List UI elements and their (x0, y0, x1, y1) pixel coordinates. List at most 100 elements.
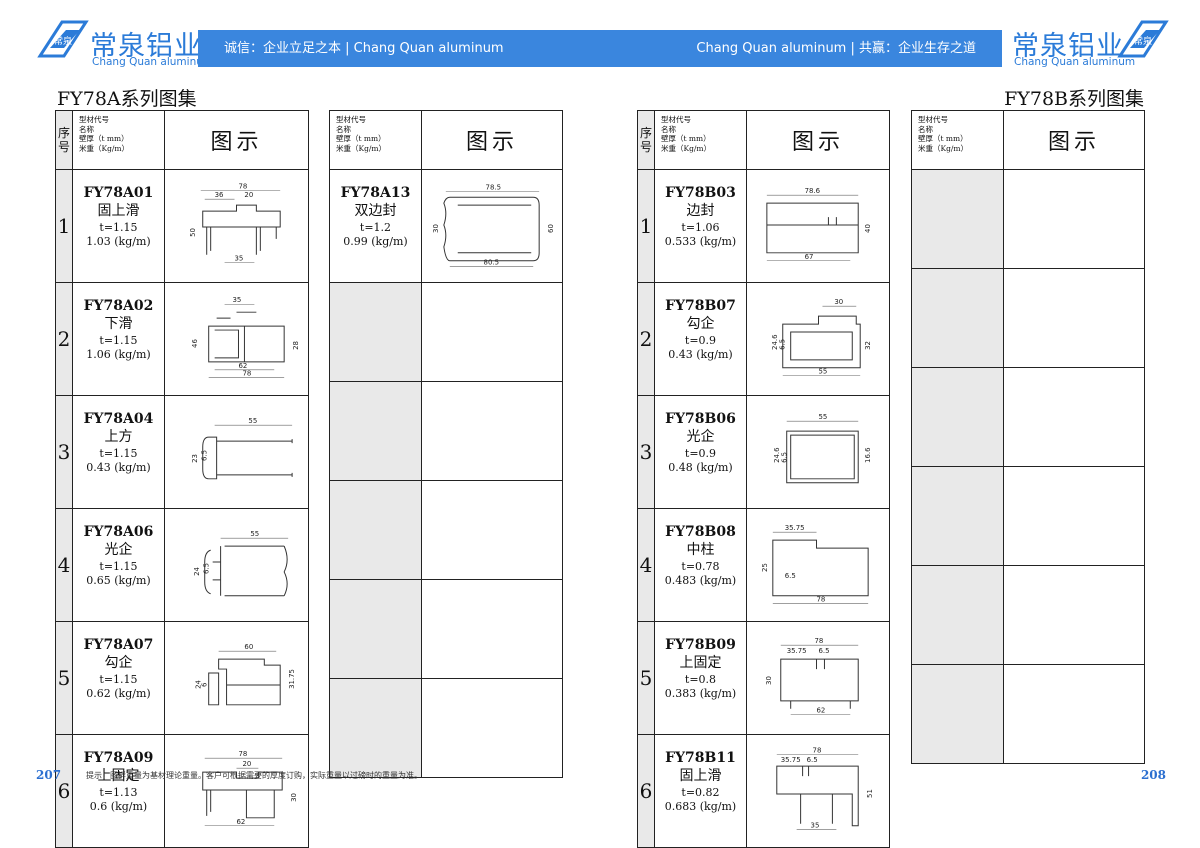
svg-text:24: 24 (193, 567, 201, 576)
figure-header: 图示 (746, 110, 890, 170)
right-page-title: FY78B系列图集 (1004, 88, 1144, 110)
svg-text:6.5: 6.5 (785, 572, 796, 580)
svg-text:67: 67 (805, 253, 814, 261)
empty-cell (1003, 169, 1145, 269)
profile-info: FY78B03 边封 t=1.06 0.533 (kg/m) (654, 169, 747, 283)
profile-weight: 0.383 (kg/m) (664, 687, 737, 700)
table-row: 1 FY78A01 固上滑 t=1.15 1.03 (kg/m) 78 36 2… (55, 169, 309, 283)
profile-name: 勾企 (686, 316, 715, 332)
profile-code: FY78A13 (340, 185, 411, 201)
profile-drawing: 78 35.75 6.5 30 62 (765, 637, 859, 716)
empty-cell (329, 282, 422, 382)
row-number: 3 (55, 395, 73, 509)
svg-text:78: 78 (238, 182, 247, 190)
svg-text:78.5: 78.5 (486, 183, 501, 191)
svg-text:常泉: 常泉 (54, 35, 72, 47)
profile-drawing: 35.75 25 6.5 78 (761, 524, 869, 605)
empty-cell (911, 565, 1004, 665)
logo-left-en: Chang Quan aluminum (92, 56, 214, 68)
profile-code: FY78A01 (83, 185, 154, 201)
profile-figure: 78.5 30 60 80.5 (421, 169, 563, 283)
profile-figure: 78 36 20 50 35 (164, 169, 309, 283)
svg-text:24.6: 24.6 (773, 447, 781, 462)
col-header: 型材代号名称壁厚（t mm）米重（Kg/m） (72, 110, 165, 170)
profile-thickness: t=1.15 (99, 560, 138, 573)
row-number: 2 (637, 282, 655, 396)
profile-thickness: t=1.13 (99, 786, 138, 799)
svg-text:6.5: 6.5 (203, 563, 211, 574)
profile-figure: 78.6 40 67 (746, 169, 890, 283)
empty-cell (329, 381, 422, 481)
profile-weight: 1.06 (kg/m) (86, 348, 151, 361)
row-number: 4 (637, 508, 655, 622)
svg-text:55: 55 (818, 368, 827, 376)
profile-name: 上方 (104, 429, 133, 445)
profile-weight: 0.43 (kg/m) (668, 348, 733, 361)
svg-text:46: 46 (191, 339, 199, 348)
svg-text:35: 35 (235, 255, 244, 263)
profile-name: 勾企 (104, 655, 133, 671)
profile-code: FY78B07 (665, 298, 736, 314)
empty-cell (421, 381, 563, 481)
svg-text:30: 30 (432, 224, 440, 233)
profile-drawing: 55 24 6.5 (193, 530, 289, 597)
profile-name: 双边封 (354, 203, 397, 219)
profile-drawing: 35 46 28 62 78 (191, 296, 300, 379)
svg-text:31.75: 31.75 (288, 669, 296, 689)
profile-weight: 0.99 (kg/m) (343, 235, 408, 248)
profile-code: FY78A04 (83, 411, 154, 427)
right-main-table: 序号 型材代号名称壁厚（t mm）米重（Kg/m） 图示 1 FY78B03 边… (637, 110, 890, 848)
row-number: 4 (55, 508, 73, 622)
profile-figure: 60 24 6 31.75 (164, 621, 309, 735)
svg-text:24.6: 24.6 (771, 334, 779, 349)
profile-info: FY78A04 上方 t=1.15 0.43 (kg/m) (72, 395, 165, 509)
empty-cell (421, 282, 563, 382)
svg-text:16.6: 16.6 (864, 447, 872, 462)
table-row: 6 FY78B11 固上滑 t=0.82 0.683 (kg/m) 78 35.… (637, 734, 890, 848)
svg-text:23: 23 (191, 454, 199, 463)
svg-text:28: 28 (292, 341, 300, 350)
profile-info: FY78A01 固上滑 t=1.15 1.03 (kg/m) (72, 169, 165, 283)
right-page-number: 208 (1140, 768, 1166, 782)
profile-name: 上固定 (97, 768, 140, 784)
empty-cell (911, 664, 1004, 764)
svg-text:78: 78 (238, 750, 247, 758)
svg-text:6.5: 6.5 (781, 452, 789, 463)
profile-info: FY78A13 双边封 t=1.2 0.99 (kg/m) (329, 169, 422, 283)
figure-header: 图示 (164, 110, 309, 170)
profile-weight: 0.43 (kg/m) (86, 461, 151, 474)
empty-cell (1003, 565, 1145, 665)
col-header: 型材代号名称壁厚（t mm）米重（Kg/m） (654, 110, 747, 170)
banner-left-text: 诚信：企业立足之本 | Chang Quan aluminum (224, 41, 504, 56)
profile-thickness: t=1.15 (99, 447, 138, 460)
row-number: 1 (55, 169, 73, 283)
svg-text:50: 50 (189, 228, 197, 237)
profile-figure: 35 46 28 62 78 (164, 282, 309, 396)
profile-drawing: 78 36 20 50 35 (189, 182, 281, 264)
profile-weight: 0.683 (kg/m) (664, 800, 737, 813)
svg-text:55: 55 (250, 530, 259, 538)
profile-weight: 0.62 (kg/m) (86, 687, 151, 700)
svg-text:36: 36 (215, 191, 224, 199)
svg-text:35: 35 (233, 296, 242, 304)
empty-cell (421, 579, 563, 679)
svg-text:32: 32 (864, 341, 872, 350)
profile-weight: 0.533 (kg/m) (664, 235, 737, 248)
svg-text:55: 55 (248, 417, 257, 425)
svg-text:6: 6 (201, 683, 209, 687)
svg-text:60: 60 (244, 643, 253, 651)
profile-drawing: 78 35.75 6.5 51 35 (776, 746, 874, 831)
svg-text:6.5: 6.5 (807, 756, 818, 764)
svg-text:78: 78 (817, 596, 826, 604)
svg-text:51: 51 (866, 789, 874, 798)
profile-info: FY78B06 光企 t=0.9 0.48 (kg/m) (654, 395, 747, 509)
profile-figure: 78 35.75 6.5 30 62 (746, 621, 890, 735)
profile-weight: 0.483 (kg/m) (664, 574, 737, 587)
figure-header: 图示 (1003, 110, 1145, 170)
table-row: 3 FY78A04 上方 t=1.15 0.43 (kg/m) 55 23 6.… (55, 395, 309, 509)
svg-text:78: 78 (813, 746, 822, 754)
svg-text:62: 62 (237, 818, 246, 826)
row-number: 5 (637, 621, 655, 735)
profile-drawing: 78.5 30 60 80.5 (432, 183, 555, 268)
profile-name: 上固定 (679, 655, 722, 671)
